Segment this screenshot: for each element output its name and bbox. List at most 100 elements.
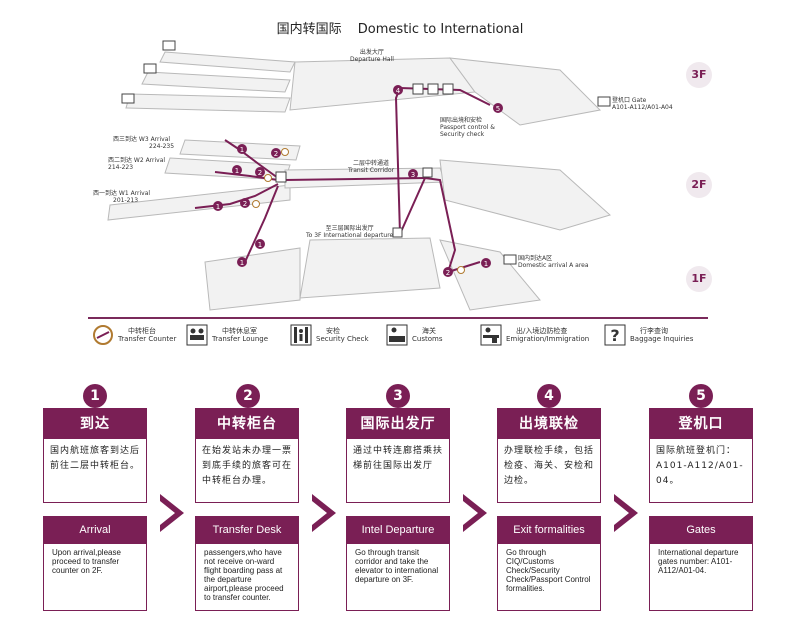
transfer-counter-icon (93, 325, 113, 345)
chevron-right-icon (614, 494, 638, 532)
marker-1f-2 (237, 257, 247, 267)
step-2-en-title: Transfer Desk (196, 517, 298, 544)
step-3-en-title: Intel Departure (347, 517, 449, 544)
chevron-right-icon (463, 494, 487, 532)
marker-w2-1 (232, 165, 242, 175)
step-1-number: 1 (83, 384, 107, 408)
step-5-cn-title: 登机口 (650, 409, 752, 439)
svg-text:2: 2 (258, 169, 262, 177)
step-4-number: 4 (537, 384, 561, 408)
step-5-cn-body: 国际航班登机门：A101-A112/A01-04。 (656, 446, 744, 486)
step-1-cn-body: 国内航班旅客到达后前往二层中转柜台。 (50, 446, 141, 471)
security-check-icon (290, 324, 312, 346)
step-4-cn-box: 出境联检 办理联检手续，包括检疫、海关、安检和边检。 (497, 408, 601, 503)
marker-1f-east-2 (443, 267, 453, 277)
escalator-icon (422, 167, 433, 178)
step-5-en-body: International departure gates number: A1… (658, 548, 739, 575)
marker-3 (408, 169, 418, 179)
step-2-en-box: Transfer Desk passengers,who have not re… (195, 516, 299, 611)
step-2-number: 2 (236, 384, 260, 408)
label-gate: 登机口 Gate A101-A112/A01-A04 (612, 97, 673, 111)
step-4-en-box: Exit formalities Go through CIQ/Customs … (497, 516, 601, 611)
floor-3f-badge: 3F (686, 62, 712, 88)
step-2-cn-title: 中转柜台 (196, 409, 298, 439)
label-w2-arrival: 西二到达 W2 Arrival 214-223 (108, 157, 166, 171)
step-5-cn-box: 登机口 国际航班登机门：A101-A112/A01-04。 (649, 408, 753, 503)
marker-4 (393, 85, 403, 95)
title-cn: 国内转国际 (276, 22, 342, 37)
floor-2f-badge: 2F (686, 172, 712, 198)
floor-2f-east (439, 159, 611, 231)
floor-1f-badge: 1F (686, 266, 712, 292)
step-1-cn-title: 到达 (44, 409, 146, 439)
route-1f-east (424, 177, 457, 273)
plane-icon (121, 93, 135, 104)
svg-text:1: 1 (216, 203, 220, 211)
route-to-3f (394, 87, 426, 235)
transfer-lounge-icon (186, 324, 208, 346)
svg-text:2: 2 (274, 150, 278, 158)
step-4-cn-title: 出境联检 (498, 409, 600, 439)
floor-3f-pier-3 (125, 93, 291, 113)
label-transit-corridor: 二层中转通道 Transit Corridor (348, 160, 395, 174)
floor-3f-pier-2 (141, 71, 291, 93)
svg-text:?: ? (610, 326, 619, 345)
floor-1f-east (439, 239, 541, 311)
baggage-inquiries-icon: ? (604, 324, 626, 346)
svg-text:1: 1 (235, 167, 239, 175)
step-1-cn-box: 到达 国内航班旅客到达后前往二层中转柜台。 (43, 408, 147, 503)
transfer-counter-icon (264, 174, 272, 182)
svg-text:1: 1 (258, 241, 262, 249)
route-1f-east-b (447, 261, 481, 273)
plane-icon (143, 63, 157, 74)
svg-text:1: 1 (484, 260, 488, 268)
step-4-en-title: Exit formalities (498, 517, 600, 544)
marker-w1-2 (240, 198, 250, 208)
immigration-icon (480, 324, 502, 346)
label-domestic-arrival: 国内到达A区 Domestic arrival A area (518, 255, 589, 269)
plane-icon (503, 254, 517, 265)
security-check-icon (412, 83, 424, 95)
step-5-en-box: Gates International departure gates numb… (649, 516, 753, 611)
transfer-counter-icon (457, 266, 465, 274)
plane-icon (162, 40, 176, 51)
marker-w3-1 (237, 144, 247, 154)
legend-divider (88, 317, 708, 319)
chevron-right-icon (160, 494, 184, 532)
step-3-cn-body: 通过中转连廊搭乘扶梯前往国际出发厅 (353, 446, 444, 471)
step-2-en-body: passengers,who have not receive on-ward … (204, 548, 284, 602)
step-3-en-box: Intel Departure Go through transit corri… (346, 516, 450, 611)
label-departure-hall: 出发大厅 Departure Hall (350, 49, 394, 63)
label-to-3f: 至三层国际出发厅 To 3F International departure (306, 225, 394, 239)
floor-1f-center (299, 237, 441, 299)
step-3-cn-title: 国际出发厅 (347, 409, 449, 439)
step-4-cn-body: 办理联检手续，包括检疫、海关、安检和边检。 (504, 446, 595, 486)
immigration-icon (442, 83, 454, 95)
step-2-cn-body: 在始发站未办理一票到底手续的旅客可在中转柜台办理。 (202, 446, 293, 486)
step-3-cn-box: 国际出发厅 通过中转连廊搭乘扶梯前往国际出发厅 (346, 408, 450, 503)
label-passport-control: 国际出境和安检 Passport control & Security chec… (440, 117, 495, 138)
customs-icon (427, 83, 439, 95)
floor-1f-west (204, 247, 301, 311)
floor-2f-pier-w1 (107, 184, 291, 221)
marker-w3-2 (271, 148, 281, 158)
step-1-en-box: Arrival Upon arrival,please proceed to t… (43, 516, 147, 611)
marker-1f-1 (255, 239, 265, 249)
step-4-en-body: Go through CIQ/Customs Check/Security Ch… (506, 548, 591, 593)
svg-text:4: 4 (396, 87, 401, 95)
step-1-en-body: Upon arrival,please proceed to transfer … (52, 548, 121, 575)
title-en: Domestic to International (357, 22, 524, 37)
svg-text:2: 2 (243, 200, 247, 208)
map-icons (121, 40, 611, 274)
svg-text:5: 5 (496, 105, 500, 113)
diagram-title: 国内转国际 Domestic to International (0, 18, 800, 37)
label-w1-arrival: 西一到达 W1 Arrival 201-213 (93, 190, 151, 204)
svg-text:1: 1 (240, 146, 244, 154)
route-w3 (224, 139, 279, 179)
label-w3-arrival: 西三到达 W3 Arrival 224-235 (113, 136, 175, 150)
route-corridor (284, 177, 426, 181)
marker-1f-east-1 (481, 258, 491, 268)
plane-icon (597, 96, 611, 107)
marker-5 (493, 103, 503, 113)
